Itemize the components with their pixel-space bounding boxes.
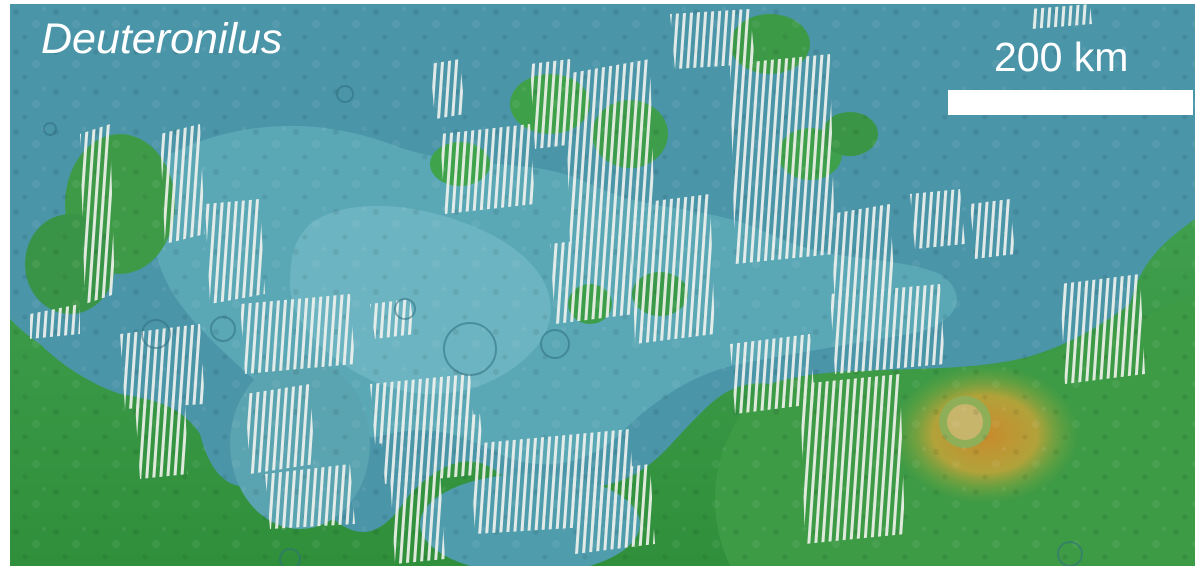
region-name-label: Deuteronilus xyxy=(41,15,283,63)
topographic-map-rendering xyxy=(10,4,1195,566)
scale-bar-label: 200 km xyxy=(994,34,1129,80)
scale-bar xyxy=(948,90,1193,115)
topographic-map-image xyxy=(10,4,1195,566)
